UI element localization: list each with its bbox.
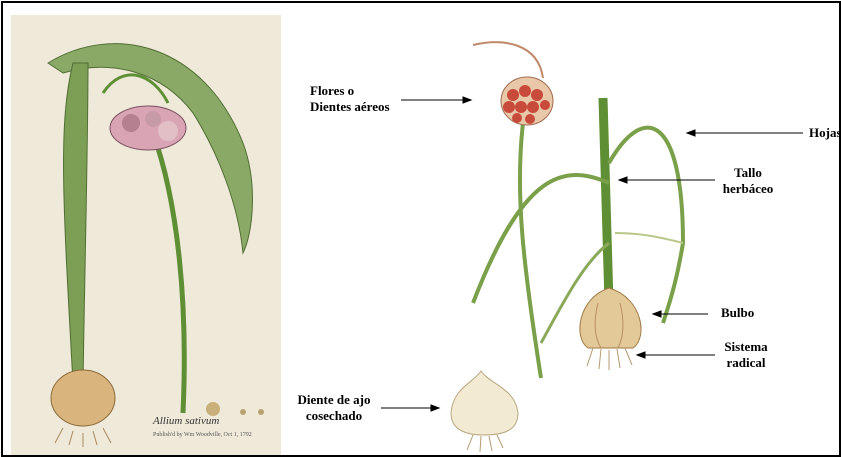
label-tallo: Tallo herbáceo [718, 165, 778, 197]
label-tallo-line2: herbáceo [718, 181, 778, 197]
plate-caption: Allium sativum [153, 413, 219, 429]
label-diente-line2: cosechado [288, 408, 380, 424]
harvested-clove [451, 371, 518, 452]
label-flores: Flores o Dientes aéreos [310, 83, 390, 115]
label-flores-line1: Flores o [310, 83, 390, 99]
label-sistema-line1: Sistema [716, 339, 776, 355]
label-hojas: Hojas [809, 125, 841, 141]
label-tallo-line1: Tallo [718, 165, 778, 181]
garlic-illustration [3, 3, 839, 455]
main-plant [473, 42, 683, 378]
plate-plant [48, 44, 264, 447]
label-sistema-line2: radical [716, 355, 776, 371]
label-diente-line1: Diente de ajo [288, 392, 380, 408]
label-sistema: Sistema radical [716, 339, 776, 371]
label-diente: Diente de ajo cosechado [288, 392, 380, 424]
label-bulbo: Bulbo [721, 305, 754, 321]
label-flores-line2: Dientes aéreos [310, 99, 390, 115]
plate-imprint: Publish'd by Wm Woodville, Oct 1, 1792 [153, 431, 252, 439]
